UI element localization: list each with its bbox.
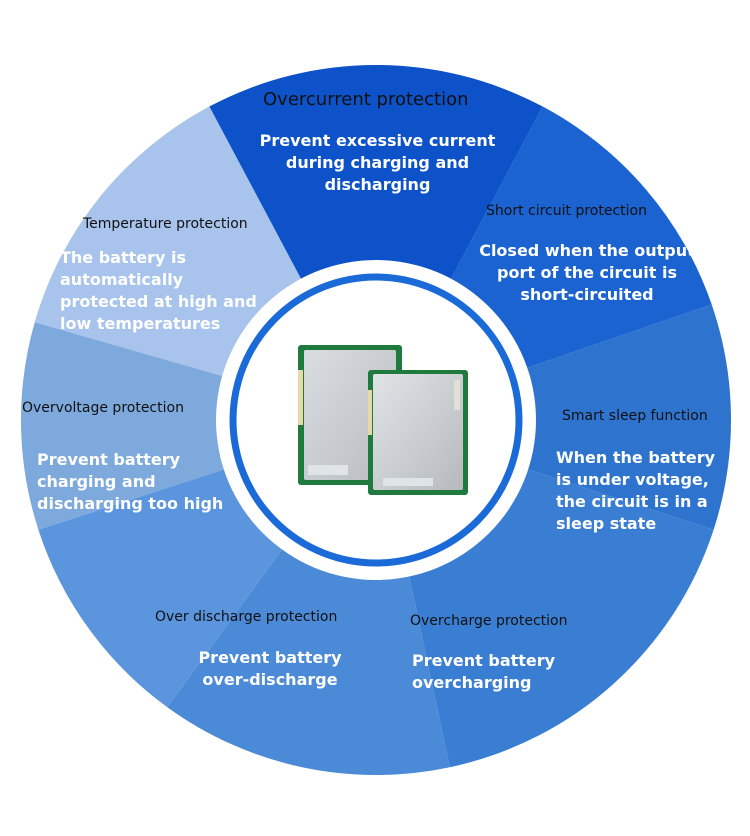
segment-overvoltage <box>21 322 234 530</box>
overvoltage-text: Prevent battery charging and discharging… <box>37 450 224 513</box>
bms-board-image <box>288 340 468 500</box>
temperature-text: The battery is automatically protected a… <box>60 248 257 333</box>
smart-sleep-title: Smart sleep function <box>562 408 708 424</box>
over-discharge-text: Prevent battery over-discharge <box>198 648 342 689</box>
overcurrent-title: Overcurrent protection <box>263 89 469 110</box>
center-blue-ring <box>229 273 523 567</box>
over-discharge-title: Over discharge protection <box>155 609 338 625</box>
temperature-title: Temperature protection <box>83 216 248 232</box>
segment-overcurrent <box>209 65 543 288</box>
segment-overcharge <box>407 466 714 768</box>
overcharge-title: Overcharge protection <box>410 613 568 629</box>
overcharge-text: Prevent battery overcharging <box>412 651 556 692</box>
overcurrent-text: Prevent excessive current during chargin… <box>259 131 496 194</box>
segment-temperature <box>34 106 306 379</box>
overvoltage-title: Overvoltage protection <box>22 400 184 416</box>
smart-sleep-text: When the battery is under voltage, the c… <box>556 448 716 533</box>
segment-overvoltage-lower <box>38 466 288 708</box>
segment-over-discharge <box>167 541 450 775</box>
short-circuit-title: Short circuit protection <box>486 203 647 219</box>
segment-smart-sleep <box>517 304 731 530</box>
segment-short-circuit <box>446 106 712 372</box>
short-circuit-text: Closed when the output port of the circu… <box>479 241 695 304</box>
